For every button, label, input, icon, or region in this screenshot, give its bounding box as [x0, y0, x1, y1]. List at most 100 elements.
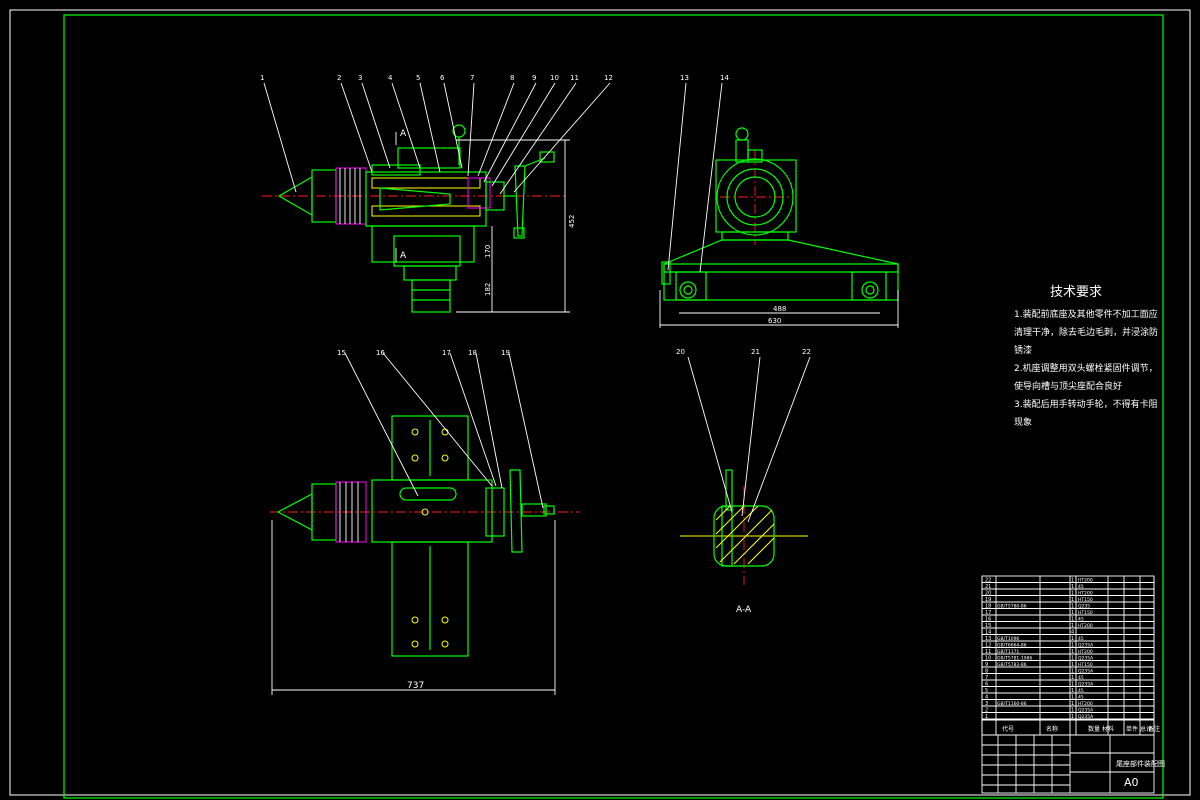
part-label: 18: [468, 349, 477, 357]
part-label: 5: [416, 74, 420, 82]
bom-no: 20: [985, 590, 991, 596]
bom-header-cell: 数量: [1088, 725, 1100, 733]
bom-qty: 1: [1071, 603, 1074, 609]
bom-no: 15: [985, 623, 991, 629]
bom-material: Q235A: [1078, 642, 1094, 648]
bom-no: 6: [985, 681, 988, 687]
part-label: 6: [440, 74, 445, 82]
bom-qty: 1: [1071, 623, 1074, 629]
bom-qty: 1: [1071, 610, 1074, 616]
part-label: 8: [510, 74, 514, 82]
section-mark-top: A: [400, 129, 407, 139]
bom-material: 45: [1078, 694, 1084, 700]
bom-material: HT200: [1078, 590, 1093, 596]
bom-qty: 1: [1071, 707, 1074, 713]
bom-material: HT200: [1078, 649, 1093, 655]
bom-code: GB/T1096: [997, 636, 1019, 642]
bom-material: 45: [1078, 636, 1084, 642]
bom-qty: 1: [1071, 668, 1074, 674]
bom-no: 11: [985, 649, 991, 655]
tech-req-lines: 1.装配前底座及其他零件不加工面应清理干净，除去毛边毛刺，并浸涂防锈漆2.机座调…: [1014, 308, 1158, 428]
bom-no: 12: [985, 642, 991, 648]
tech-req-line: 清理干净，除去毛边毛刺，并浸涂防: [1014, 326, 1158, 338]
part-label: 19: [501, 349, 510, 357]
leaders-plan-view: [344, 352, 544, 509]
bom-material: HT150: [1078, 662, 1093, 668]
part-label: 3: [358, 74, 362, 82]
tech-req-title: 技术要求: [1050, 285, 1102, 300]
section-mark-bottom: A: [400, 251, 407, 261]
part-label: 4: [388, 74, 393, 82]
sheet-outer-border: [9, 9, 1191, 796]
part-label: 16: [376, 349, 385, 357]
bom-qty: 1: [1071, 584, 1074, 590]
part-label: 21: [751, 348, 760, 356]
bom-material: HT200: [1078, 577, 1093, 583]
part-label: 7: [470, 74, 474, 82]
bom-qty: 1: [1071, 701, 1074, 707]
bom-qty: 1: [1071, 636, 1074, 642]
front-section-view: A A 452 170 182: [262, 124, 576, 313]
bom-no: 7: [985, 675, 988, 681]
bom-header-cell: 名称: [1046, 725, 1058, 733]
part-label: 11: [570, 74, 579, 82]
part-label: 10: [550, 74, 559, 82]
part-label: 22: [802, 348, 811, 356]
bom-code: GB/T5781-1986: [997, 655, 1033, 661]
part-label: 15: [337, 349, 346, 357]
bom-no: 19: [985, 597, 991, 603]
bom-no: 9: [985, 662, 988, 668]
bom-no: 18: [985, 603, 991, 609]
part-label: 12: [604, 74, 613, 82]
bom-code: GB/T5783-86: [997, 662, 1027, 668]
bom-code: GB/T6664-86: [997, 642, 1027, 648]
bom-no: 5: [985, 688, 988, 694]
bom-material: Q235A: [1078, 655, 1094, 661]
bom-code: GB/T1160-86: [997, 701, 1027, 707]
bom-material: HT150: [1078, 610, 1093, 616]
tech-req-line: 使导向槽与顶尖座配合良好: [1014, 380, 1122, 392]
side-view: 488 630: [659, 82, 899, 328]
dim-170: 170: [484, 245, 492, 258]
bom-no: 4: [985, 694, 988, 700]
title-block-drawing-name: 尾座部件装配图: [1116, 759, 1165, 768]
tech-req-line: 1.装配前底座及其他零件不加工面应: [1014, 308, 1158, 320]
bom-material: Q235A: [1078, 681, 1094, 687]
bom-row: 15 1 HT200: [985, 623, 1093, 629]
bom-material: Q235A: [1078, 714, 1094, 720]
part-label: 2: [337, 74, 341, 82]
bom-material: HT200: [1078, 701, 1093, 707]
tech-req-line: 现象: [1014, 416, 1032, 428]
section-a-a: A-A: [680, 356, 811, 615]
bom-material: HT150: [1078, 597, 1093, 603]
bom-material: HT200: [1078, 623, 1093, 629]
part-label: 20: [676, 348, 685, 356]
bom-qty: 1: [1071, 649, 1074, 655]
bom-no: 3: [985, 701, 988, 707]
sheet-inner-border: [63, 14, 1164, 799]
bom-header: 代号名称数量材料单件总计备注: [1002, 725, 1160, 733]
bom-no: 14: [985, 629, 991, 635]
title-block-sheet-size: A0: [1124, 776, 1139, 789]
part-label: 13: [680, 74, 689, 82]
bom-no: 17: [985, 610, 991, 616]
dim-488: 488: [773, 305, 786, 313]
bom-material: 45: [1078, 675, 1084, 681]
bom-no: 21: [985, 584, 991, 590]
technical-requirements: 技术要求 1.装配前底座及其他零件不加工面应清理干净，除去毛边毛刺，并浸涂防锈漆…: [1014, 285, 1158, 428]
bom-no: 10: [985, 655, 991, 661]
dim-height-452: 452: [568, 215, 576, 228]
bom-no: 16: [985, 616, 991, 622]
